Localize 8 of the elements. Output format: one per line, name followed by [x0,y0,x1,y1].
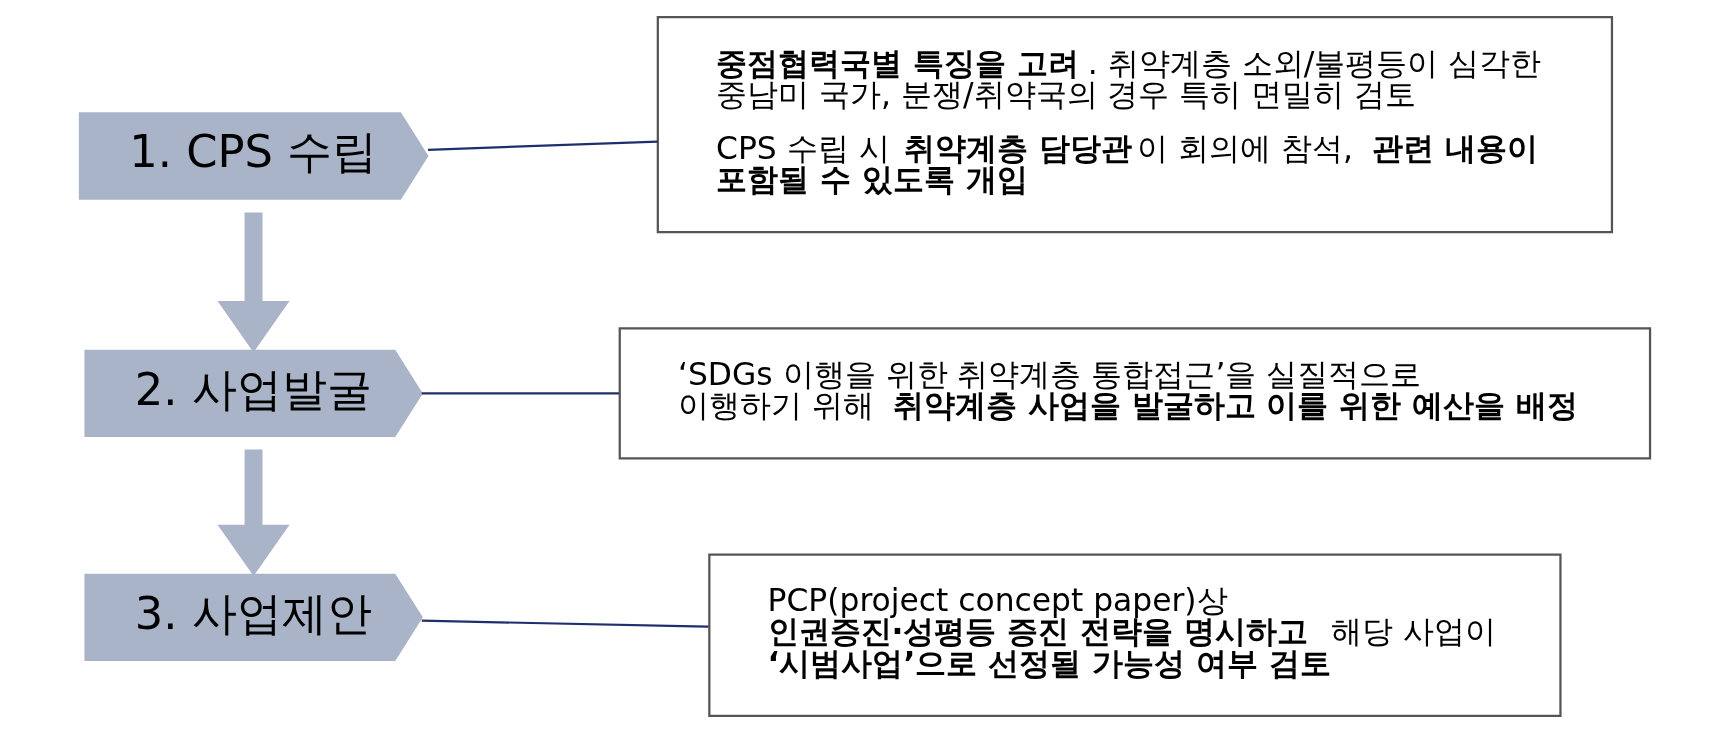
node-box: ‘SDGs 이행을 위한 취약계층 통합접근’을 실질적으로 이행하기 위해 취약계층 사업을 발굴하고 이를 위한 예산을 배정 [618,327,1651,460]
connector [421,392,619,395]
connector [427,140,658,151]
connector [421,619,709,628]
node-box: PCP(project concept paper)상 인권증진·성평등 증진 전략을 명시하고 해당 사업이 ‘시범사업’으로 선정될 가능성 여부 검토 [707,553,1562,717]
node-box: 중점협력국별 특징을 고려. 취약계층 소외/불평등이 심각한 중남미 국가, 분쟁/취약국의 경우 특히 면밀히 검토 CPS 수립 시 취약계층 담당관이 회의에 참석, 관련 내용이 포함될 수 있도록 개입 [656,16,1613,234]
arrow [217,212,290,353]
arrow [217,449,290,577]
